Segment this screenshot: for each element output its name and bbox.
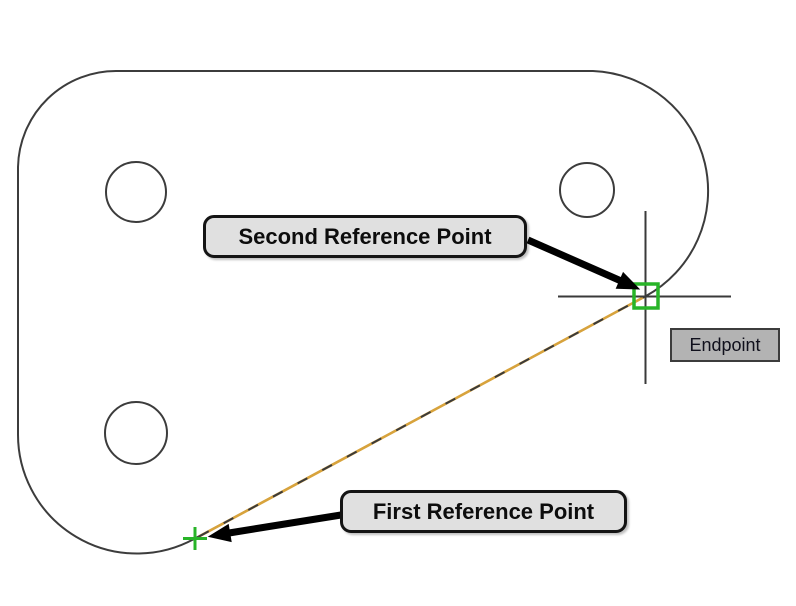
rubber-band-line: [198, 295, 645, 538]
endpoint-tooltip: Endpoint: [670, 328, 780, 362]
endpoint-snap-marker-icon: [632, 282, 660, 310]
first-reference-point-label: First Reference Point: [340, 490, 627, 533]
second-reference-point-label: Second Reference Point: [203, 215, 527, 258]
callout-arrow-second: [526, 236, 641, 290]
first-point-cross-icon: [183, 527, 207, 550]
crosshair-cursor-icon: [558, 211, 731, 384]
hole-top-right: [559, 162, 615, 218]
plate-outline: [16, 69, 710, 555]
callout-arrow-first: [207, 511, 342, 543]
hole-bottom-left: [104, 401, 168, 465]
hole-top-left: [105, 161, 167, 223]
